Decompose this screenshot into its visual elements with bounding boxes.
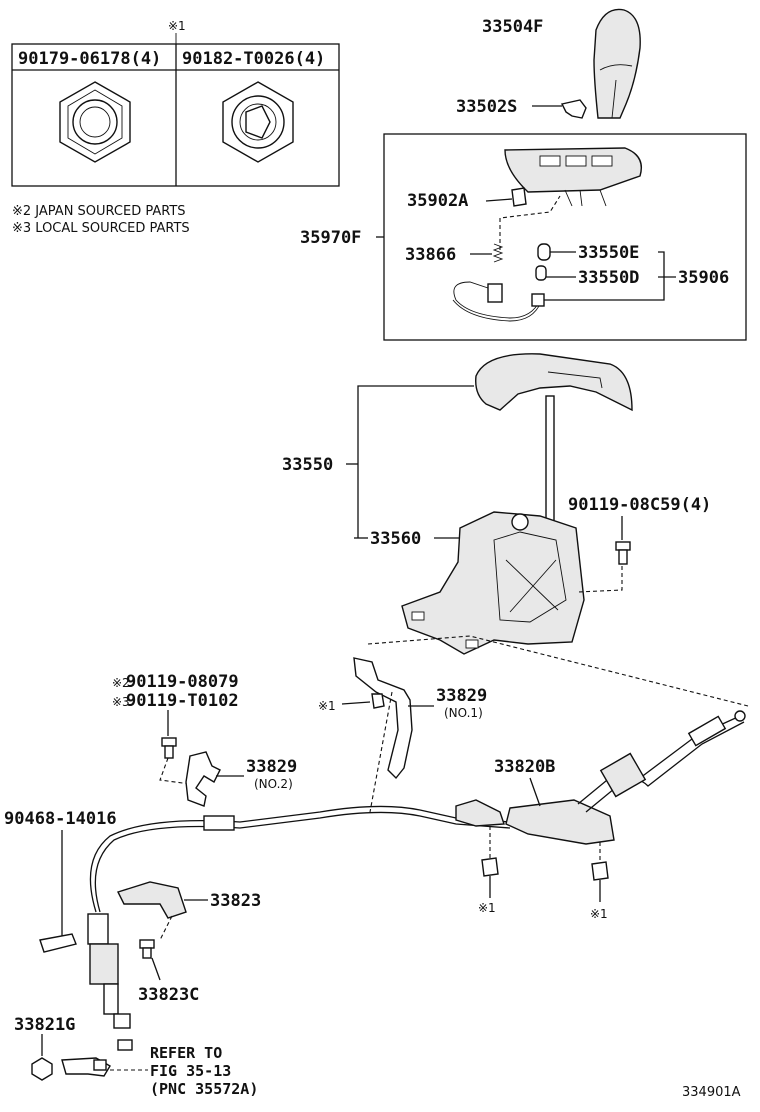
label-bracket-no1-sub: (NO.1)	[444, 706, 483, 720]
bolt-icon	[615, 541, 631, 565]
label-knob: 33504F	[482, 17, 543, 37]
bracket-no2-icon	[185, 751, 221, 807]
bolt-retainer-icon	[139, 939, 155, 959]
label-bulb-d: 33550D	[578, 268, 639, 288]
clip-nut-bottom-a-icon	[481, 857, 499, 877]
label-spring: 33866	[405, 245, 456, 265]
label-bracket-no2: 33829	[246, 757, 297, 777]
note-japan: ※2 JAPAN SOURCED PARTS	[12, 204, 186, 219]
table-col1-label: 90179-06178(4)	[18, 49, 161, 69]
label-bolt-japan: 90119-08079	[126, 672, 239, 692]
shift-lever-assy-icon	[401, 395, 585, 655]
linkage-end-icon	[61, 1057, 111, 1077]
dash-bolt-4	[577, 566, 623, 593]
label-bolt-local: 90119-T0102	[126, 691, 239, 711]
label-bulb-holder-a: 35902A	[407, 191, 468, 211]
leader-bulb-holder-a	[485, 198, 513, 202]
dash-alignment	[367, 635, 749, 707]
spring-icon	[492, 243, 504, 263]
note-local: ※3 LOCAL SOURCED PARTS	[12, 221, 190, 236]
retainer-bracket-icon	[117, 881, 187, 919]
bolt-small-icon	[161, 737, 177, 759]
refer-line2: FIG 35-13	[150, 1062, 231, 1080]
label-clip: 90468-14016	[4, 809, 117, 829]
label-cable: 33820B	[494, 757, 555, 777]
hex-nut-plain-icon	[59, 81, 131, 163]
mark1-bottom-b: ※1	[590, 907, 608, 921]
bracket-bulb-set	[540, 251, 665, 301]
label-bolt-4: 90119-08C59(4)	[568, 495, 711, 515]
wire-harness-icon	[452, 281, 545, 322]
dash-bulb-holder	[499, 195, 561, 250]
label-nut-left: 33821G	[14, 1015, 75, 1035]
shift-cable-icon	[89, 710, 746, 913]
mark1-left: ※1	[318, 699, 336, 713]
table-col2-label: 90182-T0026(4)	[182, 49, 325, 69]
bracket-housing	[357, 385, 474, 538]
label-lever-assy: 33560	[370, 529, 421, 549]
dash-bracket-no1	[369, 691, 393, 813]
label-retainer-bracket: 33823	[210, 891, 261, 911]
label-retainer: 33502S	[456, 97, 517, 117]
leader-retainer-bracket-c	[151, 957, 161, 981]
hex-lock-nut-icon	[222, 81, 294, 163]
label-bulb-set: 35906	[678, 268, 729, 288]
shift-knob-icon	[593, 8, 641, 119]
label-housing: 33550	[282, 455, 333, 475]
bulb-d-icon	[535, 265, 547, 281]
cable-clip-icon	[39, 933, 77, 953]
label-bracket-no2-sub: (NO.2)	[254, 777, 293, 791]
mark1-bottom-a: ※1	[478, 901, 496, 915]
label-bolt-local-mark: ※3	[112, 695, 130, 709]
cable-end-fitting-icon	[87, 913, 133, 1051]
label-retainer-bracket-c: 33823C	[138, 985, 199, 1005]
refer-line1: REFER TO	[150, 1044, 222, 1062]
table-header-mark: ※1	[168, 19, 186, 33]
label-bolt-japan-mark: ※2	[112, 676, 130, 690]
shift-housing-icon	[475, 353, 633, 412]
indicator-plate-icon	[504, 147, 643, 207]
dash-bolt-2-3	[159, 757, 191, 785]
figure-id: 334901A	[682, 1085, 741, 1100]
clip-nut-icon	[371, 693, 385, 709]
fastener-table: ※1 90179-06178(4) 90182-T0026(4)	[11, 19, 340, 187]
retainer-clip-icon	[560, 99, 587, 119]
label-indicator-assy: 35970F	[300, 228, 361, 248]
clip-nut-bottom-b-icon	[591, 861, 609, 881]
leader-mark1-left	[341, 701, 371, 705]
label-bulb-e: 33550E	[578, 243, 639, 263]
leader-cable	[529, 777, 541, 807]
bulb-e-icon	[537, 243, 551, 261]
dash-retainer-bracket	[159, 915, 173, 941]
hex-nut-small-icon	[31, 1057, 53, 1081]
bulb-holder-icon	[511, 187, 527, 207]
label-bracket-no1: 33829	[436, 686, 487, 706]
refer-line3: (PNC 35572A)	[150, 1080, 258, 1098]
bracket-no1-icon	[353, 657, 413, 780]
